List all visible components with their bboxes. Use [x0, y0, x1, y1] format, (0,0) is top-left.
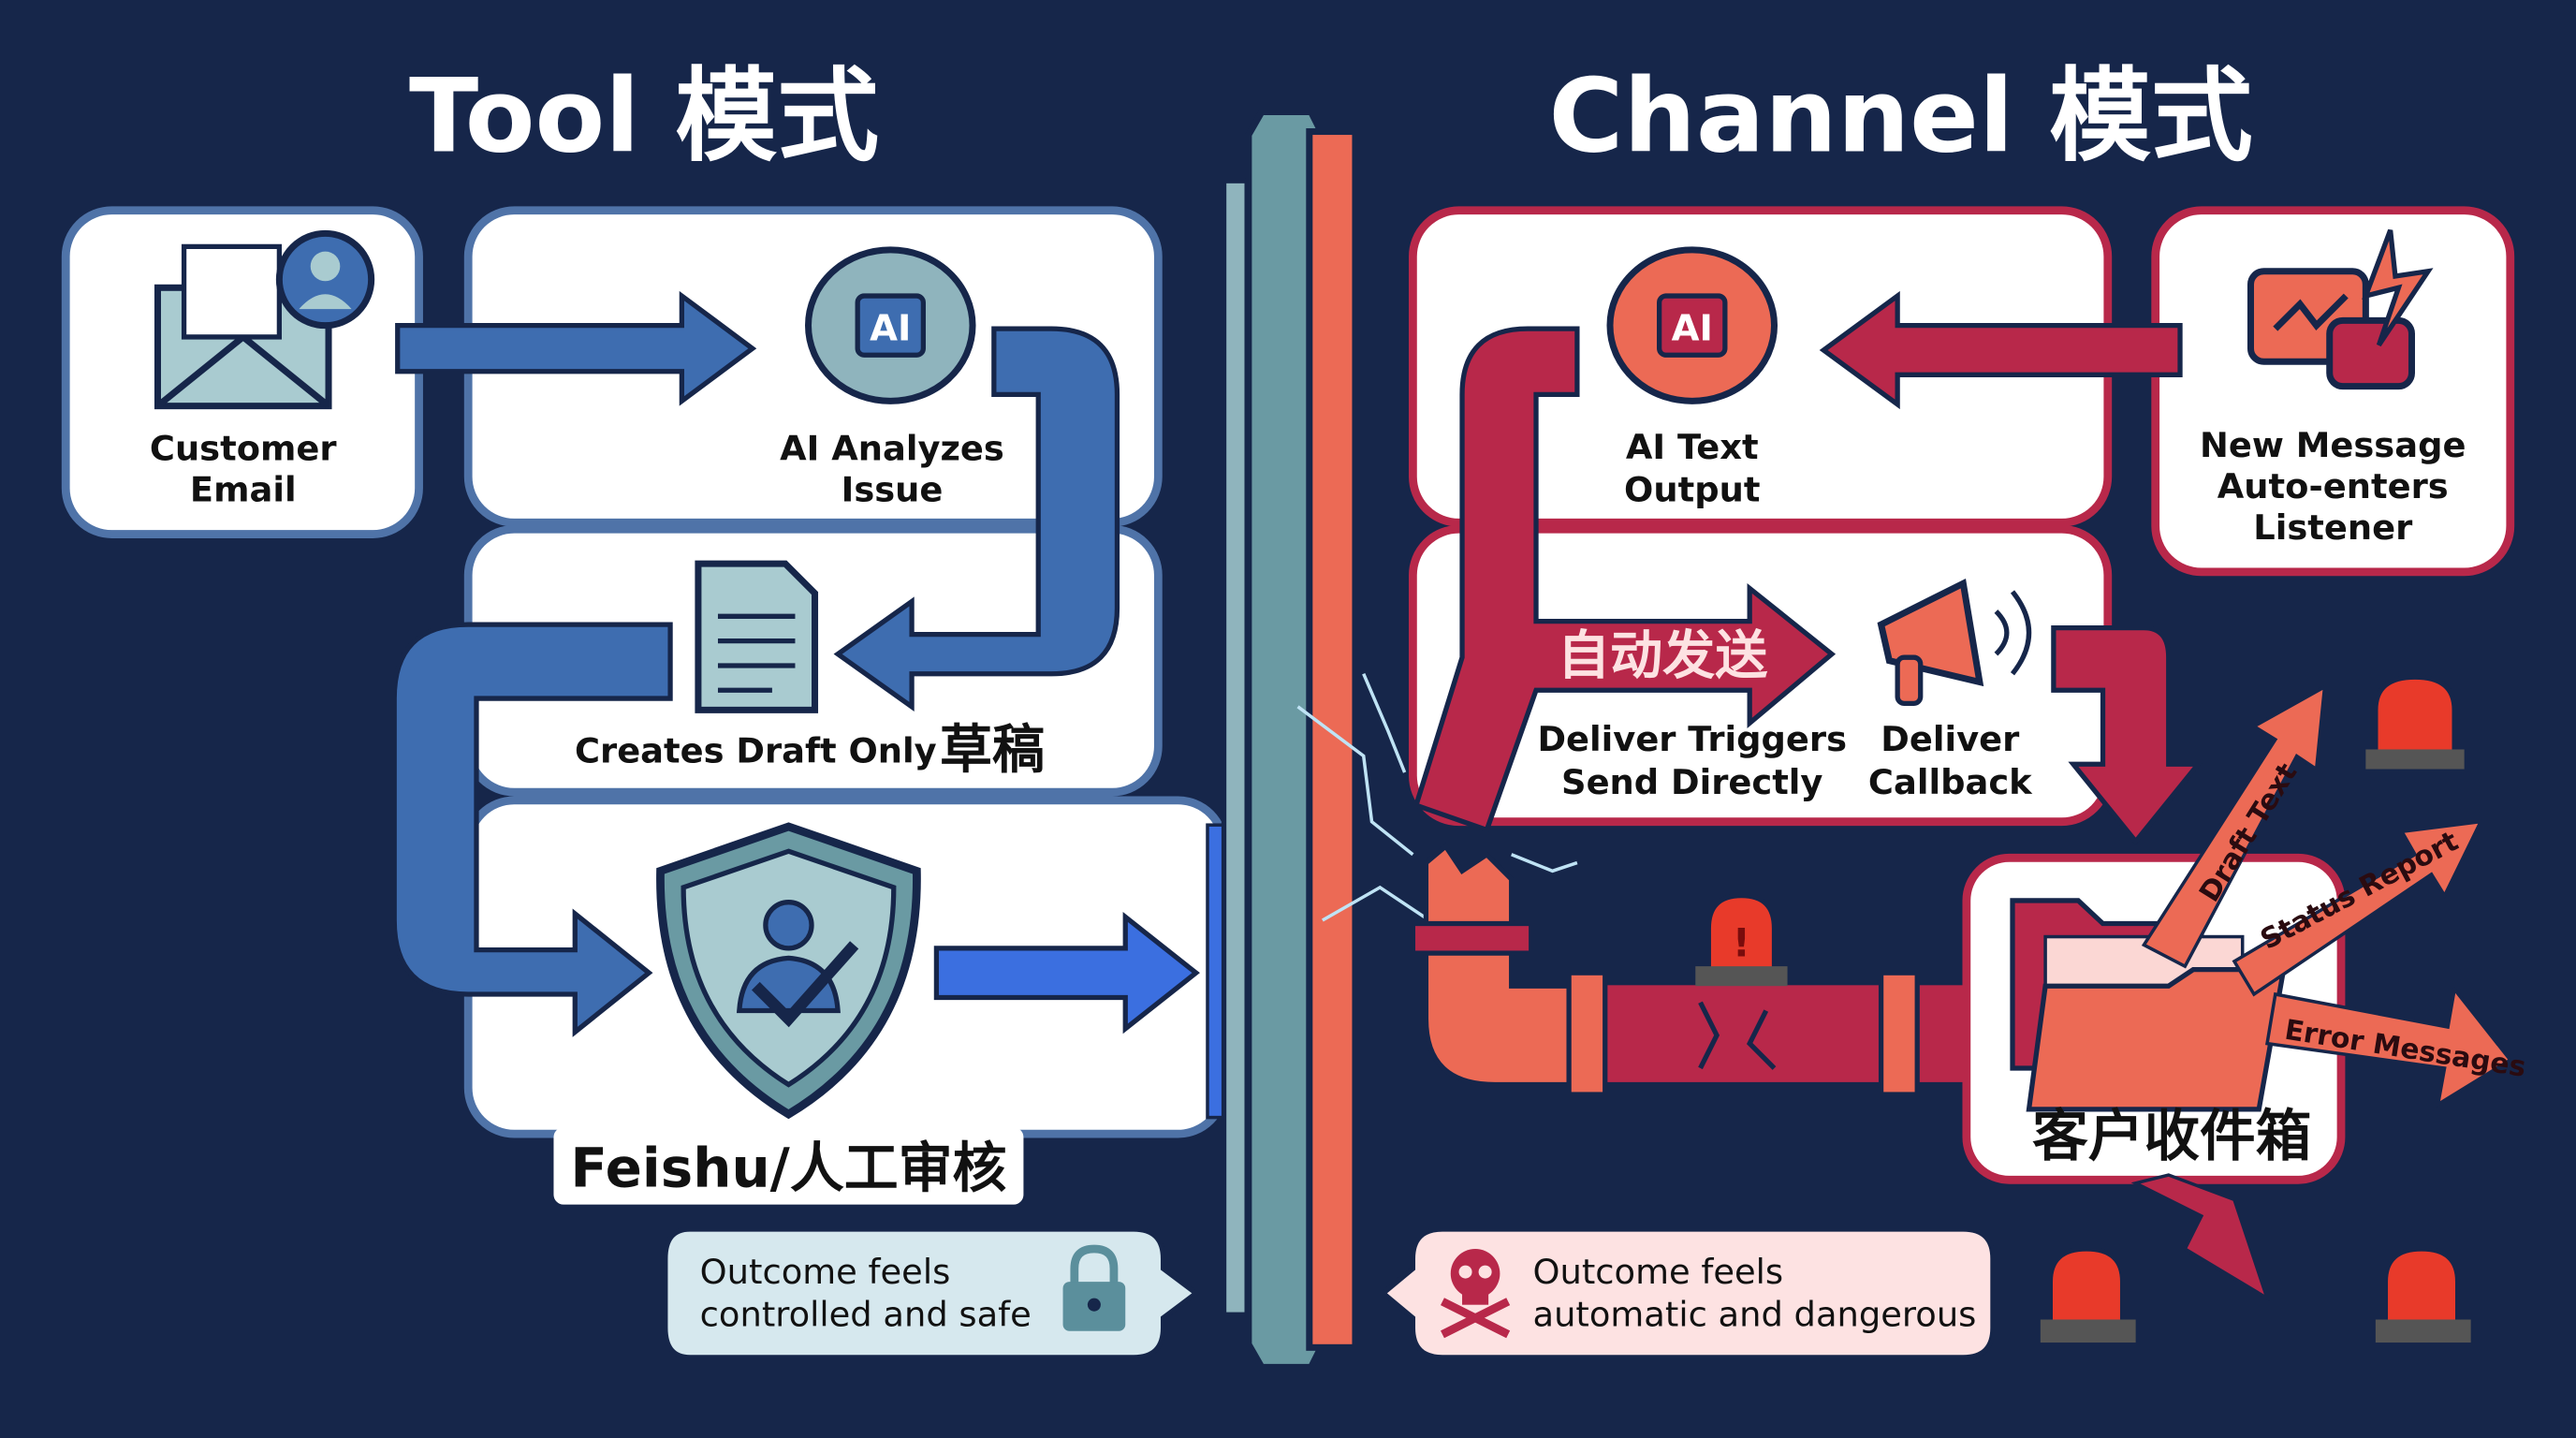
draft-cn-label: 草稿 [940, 720, 1045, 781]
deliver-callback-label-2: Callback [1868, 762, 2033, 802]
title-channel-mode: Channel 模式 [1549, 57, 2253, 176]
outcome-dangerous-line-2: automatic and dangerous [1533, 1295, 1977, 1335]
alarm-siren-icon [2375, 1246, 2471, 1343]
document-icon [695, 560, 819, 713]
auto-send-cn-label: 自动发送 [1558, 626, 1768, 687]
alarm-siren-icon [2040, 1246, 2136, 1343]
new-message-label-3: Listener [2253, 507, 2413, 548]
review-label-box [553, 1127, 1024, 1205]
alarm-siren-icon [2365, 674, 2465, 770]
customer-inbox-label: 客户收件箱 [2032, 1105, 2311, 1169]
arrow-email-to-ai [395, 290, 757, 406]
brain-ai-icon: AI [1606, 246, 1778, 404]
outcome-safe-callout: Outcome feels controlled and safe [663, 1226, 1201, 1360]
outcome-dangerous-callout: Outcome feels automatic and dangerous [1379, 1226, 1996, 1360]
alarm-siren-icon: ! [1695, 893, 1788, 987]
deliver-callback-label-1: Deliver [1881, 719, 2020, 759]
skull-crossbones-icon [1441, 1249, 1511, 1339]
new-message-label-2: Auto-enters [2217, 466, 2449, 506]
svg-text:!: ! [1733, 920, 1750, 966]
chat-alert-icon [2247, 228, 2434, 390]
ai-analyzes-label-2: Issue [842, 469, 944, 509]
user-icon [275, 229, 375, 330]
arrow-message-to-ai [1819, 290, 2183, 410]
deliver-triggers-label-1: Deliver Triggers [1537, 719, 1847, 759]
review-label: Feishu/人工审核 [570, 1136, 1006, 1199]
shield-check-icon [656, 822, 921, 1120]
outcome-dangerous-line-1: Outcome feels [1533, 1252, 1784, 1292]
title-tool-mode: Tool 模式 [409, 57, 879, 176]
ai-text-output-label-2: Output [1624, 469, 1760, 509]
customer-email-label-2: Email [190, 469, 297, 509]
ai-analyzes-label-1: AI Analyzes [780, 429, 1004, 469]
megaphone-icon [1877, 578, 2032, 706]
creates-draft-label: Creates Draft Only [575, 731, 937, 771]
lock-icon [1062, 1244, 1126, 1331]
divider-wall [1221, 108, 1359, 1371]
deliver-triggers-label-2: Send Directly [1561, 762, 1822, 802]
outcome-safe-line-2: controlled and safe [700, 1295, 1032, 1335]
ai-text-output-label-1: AI Text [1626, 427, 1759, 467]
broken-arrow-down [2051, 624, 2203, 845]
ai-badge: AI [870, 307, 911, 349]
arrow-auto-send [1412, 326, 1837, 833]
new-message-card [2151, 206, 2515, 577]
new-message-label-1: New Message [2200, 425, 2466, 465]
arrow-draft-to-review [391, 622, 673, 1037]
brain-ai-icon: AI [805, 246, 976, 404]
arrow-review-to-wall [933, 912, 1200, 1034]
ai-badge: AI [1672, 307, 1713, 349]
customer-email-label-1: Customer [150, 429, 338, 469]
outcome-safe-line-1: Outcome feels [700, 1252, 951, 1292]
broken-shard [2130, 1173, 2271, 1302]
arrow-ai-to-draft [833, 326, 1120, 712]
broken-pipe-icon [1410, 843, 1999, 1097]
lightning-icon [1296, 673, 1578, 922]
customer-email-card: Customer Email [61, 206, 423, 538]
